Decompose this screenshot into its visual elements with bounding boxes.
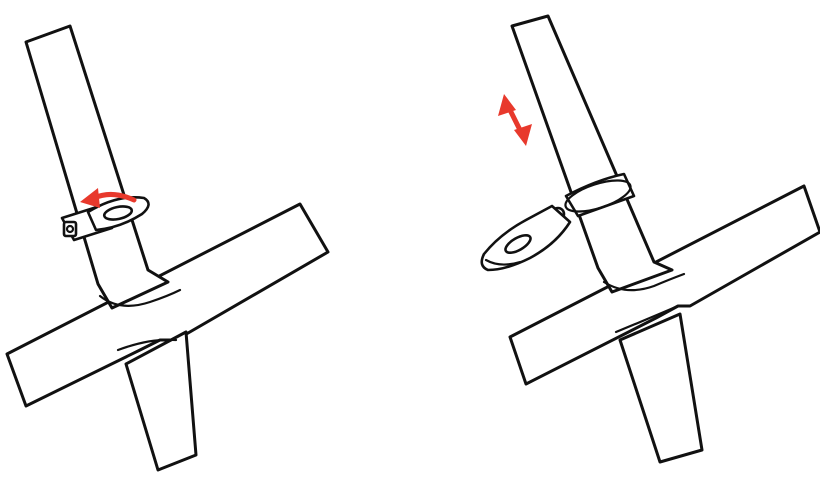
right-down-tube: [618, 312, 704, 464]
right-clamp-ring: [564, 179, 632, 213]
curved-arrow-icon: [80, 188, 137, 208]
left-frame-junction: [98, 288, 182, 307]
left-seat-clamp: [60, 196, 150, 242]
right-seat-tube: [510, 14, 674, 294]
left-frame-junction-lower: [116, 338, 178, 352]
left-seat-tube: [24, 24, 170, 310]
right-top-tube: [508, 184, 820, 386]
right-seat-clamp: [480, 172, 636, 272]
left-clamp-bolt: [62, 220, 78, 238]
panel-right-adjust-height: [480, 14, 820, 464]
left-clamp-bolt-head: [65, 224, 75, 234]
left-down-tube: [124, 330, 198, 472]
left-lever-slot: [102, 205, 134, 221]
right-lever-slot: [504, 233, 532, 255]
right-frame-junction: [602, 272, 686, 292]
right-clamp-collar: [564, 172, 636, 218]
panel-left-release-lever: [5, 24, 330, 472]
right-lever-edge: [484, 258, 522, 266]
right-frame-junction-lower: [614, 304, 680, 334]
double-headed-arrow-icon: [498, 94, 532, 146]
